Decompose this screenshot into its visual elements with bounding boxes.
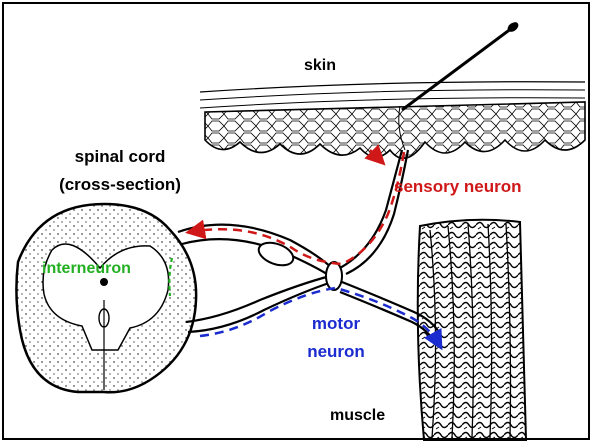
sensory-pathway — [190, 150, 404, 264]
spinal-cord-illustration — [16, 204, 196, 392]
spinal-cord-subtitle: (cross-section) — [59, 175, 181, 194]
motor-neuron-label-line2: neuron — [307, 342, 365, 361]
motor-neuron-label: motor — [312, 314, 361, 333]
muscle-illustration — [418, 220, 526, 440]
interneuron-label: interneuron — [42, 260, 131, 277]
spinal-cord-label: spinal cord — [75, 147, 166, 166]
skin-label: skin — [304, 57, 336, 74]
muscle-label: muscle — [330, 407, 385, 424]
sensory-neuron-label: sensory neuron — [394, 177, 522, 196]
skin-illustration — [200, 82, 585, 159]
pin-illustration — [402, 20, 520, 110]
